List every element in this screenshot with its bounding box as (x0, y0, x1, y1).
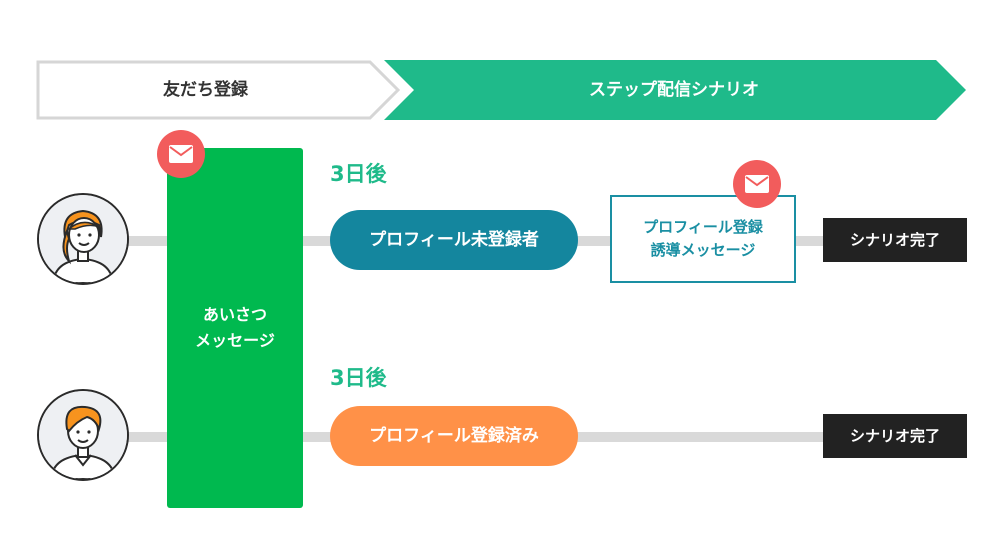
registration-phase-arrow (36, 60, 401, 120)
woman-avatar-icon (37, 193, 129, 285)
message-line-2: 誘導メッセージ (650, 241, 756, 259)
man-avatar-icon (37, 389, 129, 481)
phase-header (36, 60, 966, 120)
greeting-message-block: あいさつ メッセージ (167, 148, 303, 508)
profile-registration-message-box: プロフィール登録 誘導メッセージ (610, 195, 796, 283)
registration-phase-label: 友だち登録 (163, 80, 248, 100)
scenario-phase-label: ステップ配信シナリオ (589, 80, 759, 100)
lane-2-scenario-complete: シナリオ完了 (823, 414, 967, 458)
message-line-1: プロフィール登録 (643, 217, 763, 236)
greeting-line-1: あいさつ (202, 305, 267, 325)
lane-2-days-label: 3日後 (330, 366, 387, 390)
lane-1-scenario-complete: シナリオ完了 (823, 218, 967, 262)
mail-icon (733, 160, 781, 208)
scenario-phase-arrow (384, 60, 966, 120)
lane-1-days-label: 3日後 (330, 162, 387, 186)
lane-2-segment-registered: プロフィール登録済み (330, 406, 578, 466)
mail-icon (157, 130, 205, 178)
lane-1-segment-unregistered: プロフィール未登録者 (330, 210, 578, 270)
greeting-line-2: メッセージ (195, 331, 275, 350)
